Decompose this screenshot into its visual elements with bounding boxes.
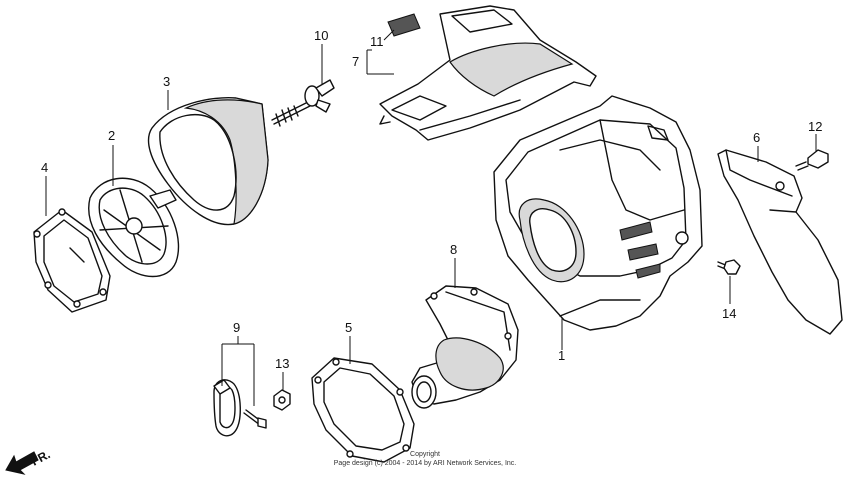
part-5-gasket[interactable] [311,357,415,463]
part-8-intake-boot[interactable] [411,285,519,409]
part-9-clamp[interactable] [213,379,267,437]
part-14-bolt[interactable] [717,259,741,275]
part-12-bolt[interactable] [795,149,829,171]
callout-8[interactable]: 8 [450,242,457,257]
callout-1[interactable]: 1 [558,348,565,363]
callout-labels: 1 2 3 4 5 6 7 8 9 10 11 12 13 14 [41,28,822,371]
callout-13[interactable]: 13 [275,356,289,371]
copyright: Copyright Page design (c) 2004 - 2014 by… [334,451,517,467]
callout-12[interactable]: 12 [808,119,822,134]
callout-9[interactable]: 9 [233,320,240,335]
callout-11[interactable]: 11 [370,34,384,49]
part-1-air-box[interactable] [493,95,703,331]
copyright-line-2: Page design (c) 2004 - 2014 by ARI Netwo… [334,460,517,467]
callout-6[interactable]: 6 [753,130,760,145]
part-13-nut[interactable] [273,389,291,411]
arrow-icon [5,451,39,475]
part-2-filter-cage[interactable] [88,177,180,278]
callout-10[interactable]: 10 [314,28,328,43]
leader-lines [45,29,817,406]
callout-5[interactable]: 5 [345,320,352,335]
part-4-plate[interactable] [33,208,111,313]
part-11-label[interactable] [387,13,421,37]
callout-3[interactable]: 3 [163,74,170,89]
part-6-side-cover[interactable] [717,149,843,335]
copyright-line-1: Copyright [410,451,440,458]
callout-4[interactable]: 4 [41,160,48,175]
part-3-foam-filter[interactable] [147,97,269,226]
front-direction-arrow: FR. [5,447,53,475]
part-10-wing-bolt[interactable] [271,79,335,127]
callout-2[interactable]: 2 [108,128,115,143]
callout-7[interactable]: 7 [352,54,359,69]
part-7-upper-cover[interactable] [379,5,597,141]
callout-14[interactable]: 14 [722,306,736,321]
direction-label: FR. [29,447,53,468]
